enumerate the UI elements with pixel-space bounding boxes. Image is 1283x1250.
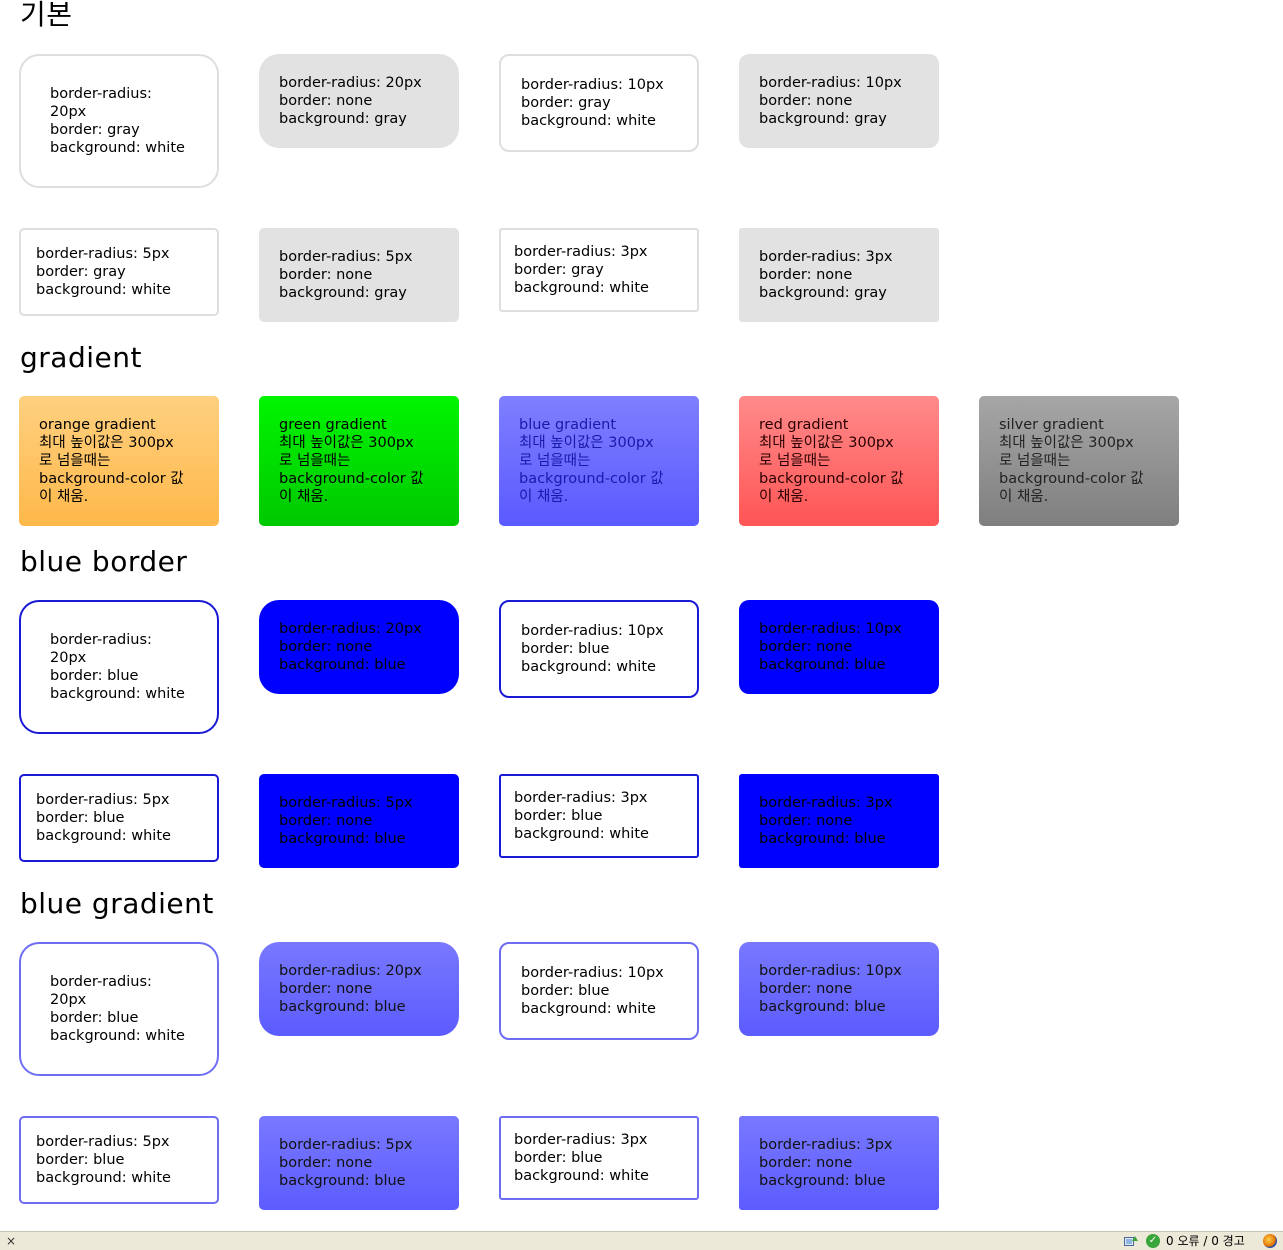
box-label: border-radius: 10px border: blue backgro… [521, 623, 664, 675]
box-label: border-radius: 20px border: none backgro… [279, 75, 422, 127]
red-gradient-box: red gradient 최대 높이값은 300px 로 넘을때는 backgr… [739, 396, 939, 526]
demo-box: border-radius: 10px border: none backgro… [739, 942, 939, 1036]
box-label: border-radius: 10px border: gray backgro… [521, 77, 664, 129]
status-text[interactable]: 0 오류 / 0 경고 [1166, 1234, 1245, 1248]
box-label: blue gradient 최대 높이값은 300px 로 넘을때는 backg… [519, 417, 664, 505]
section-title-basic: 기본 [20, 0, 73, 31]
box-label: border-radius: 10px border: none backgro… [759, 963, 902, 1015]
demo-box: border-radius: 20px border: none backgro… [259, 54, 459, 148]
demo-box: border-radius: 10px border: none backgro… [739, 54, 939, 148]
close-icon[interactable]: × [6, 1234, 17, 1248]
box-label: border-radius: 20px border: none backgro… [279, 963, 422, 1015]
demo-box: border-radius: 3px border: none backgrou… [739, 774, 939, 868]
demo-box: border-radius: 20px border: blue backgro… [19, 942, 219, 1076]
box-label: border-radius: 5px border: gray backgrou… [36, 246, 171, 298]
demo-box: border-radius: 5px border: gray backgrou… [19, 228, 219, 316]
box-label: border-radius: 5px border: blue backgrou… [36, 792, 171, 844]
box-label: border-radius: 3px border: gray backgrou… [514, 244, 649, 296]
box-label: border-radius: 3px border: none backgrou… [759, 795, 893, 847]
demo-box: border-radius: 5px border: blue backgrou… [19, 774, 219, 862]
section-title-blue-border: blue border [20, 545, 188, 578]
box-label: border-radius: 3px border: none backgrou… [759, 1137, 893, 1189]
box-label: border-radius: 20px border: blue backgro… [50, 632, 185, 702]
demo-box: border-radius: 5px border: none backgrou… [259, 228, 459, 322]
check-ok-icon[interactable]: ✓ [1146, 1234, 1160, 1248]
green-gradient-box: green gradient 최대 높이값은 300px 로 넘을때는 back… [259, 396, 459, 526]
silver-gradient-box: silver gradient 최대 높이값은 300px 로 넘을때는 bac… [979, 396, 1179, 526]
demo-box: border-radius: 10px border: gray backgro… [499, 54, 699, 152]
status-bar: × ✓ 0 오류 / 0 경고 [0, 1231, 1283, 1250]
demo-box: border-radius: 20px border: blue backgro… [19, 600, 219, 734]
section-title-gradient: gradient [20, 341, 142, 374]
demo-box: border-radius: 3px border: gray backgrou… [499, 228, 699, 312]
box-label: border-radius: 3px border: none backgrou… [759, 249, 893, 301]
box-label: orange gradient 최대 높이값은 300px 로 넘을때는 bac… [39, 417, 184, 505]
section-title-blue-gradient: blue gradient [20, 887, 214, 920]
demo-box: border-radius: 5px border: none backgrou… [259, 774, 459, 868]
box-label: border-radius: 5px border: none backgrou… [279, 1137, 413, 1189]
box-label: border-radius: 5px border: none backgrou… [279, 795, 413, 847]
demo-box: border-radius: 5px border: none backgrou… [259, 1116, 459, 1210]
box-label: border-radius: 10px border: none backgro… [759, 621, 902, 673]
box-label: border-radius: 20px border: none backgro… [279, 621, 422, 673]
box-label: border-radius: 20px border: gray backgro… [50, 86, 185, 156]
demo-box: border-radius: 20px border: none backgro… [259, 600, 459, 694]
box-label: border-radius: 5px border: blue backgrou… [36, 1134, 171, 1186]
addon-icon[interactable] [1124, 1235, 1138, 1247]
box-label: border-radius: 10px border: none backgro… [759, 75, 902, 127]
box-label: border-radius: 5px border: none backgrou… [279, 249, 413, 301]
demo-box: border-radius: 3px border: none backgrou… [739, 228, 939, 322]
demo-box: border-radius: 3px border: none backgrou… [739, 1116, 939, 1210]
demo-box: border-radius: 3px border: blue backgrou… [499, 1116, 699, 1200]
demo-box: border-radius: 5px border: blue backgrou… [19, 1116, 219, 1204]
demo-box: border-radius: 10px border: blue backgro… [499, 600, 699, 698]
firefox-icon[interactable] [1263, 1234, 1277, 1248]
box-label: border-radius: 20px border: blue backgro… [50, 974, 185, 1044]
demo-box: border-radius: 20px border: none backgro… [259, 942, 459, 1036]
demo-box: border-radius: 10px border: blue backgro… [499, 942, 699, 1040]
orange-gradient-box: orange gradient 최대 높이값은 300px 로 넘을때는 bac… [19, 396, 219, 526]
box-label: border-radius: 3px border: blue backgrou… [514, 790, 649, 842]
demo-box: border-radius: 3px border: blue backgrou… [499, 774, 699, 858]
box-label: silver gradient 최대 높이값은 300px 로 넘을때는 bac… [999, 417, 1144, 505]
blue-gradient-box: blue gradient 최대 높이값은 300px 로 넘을때는 backg… [499, 396, 699, 526]
demo-box: border-radius: 20px border: gray backgro… [19, 54, 219, 188]
box-label: border-radius: 3px border: blue backgrou… [514, 1132, 649, 1184]
box-label: red gradient 최대 높이값은 300px 로 넘을때는 backgr… [759, 417, 904, 505]
box-label: green gradient 최대 높이값은 300px 로 넘을때는 back… [279, 417, 424, 505]
demo-box: border-radius: 10px border: none backgro… [739, 600, 939, 694]
box-label: border-radius: 10px border: blue backgro… [521, 965, 664, 1017]
